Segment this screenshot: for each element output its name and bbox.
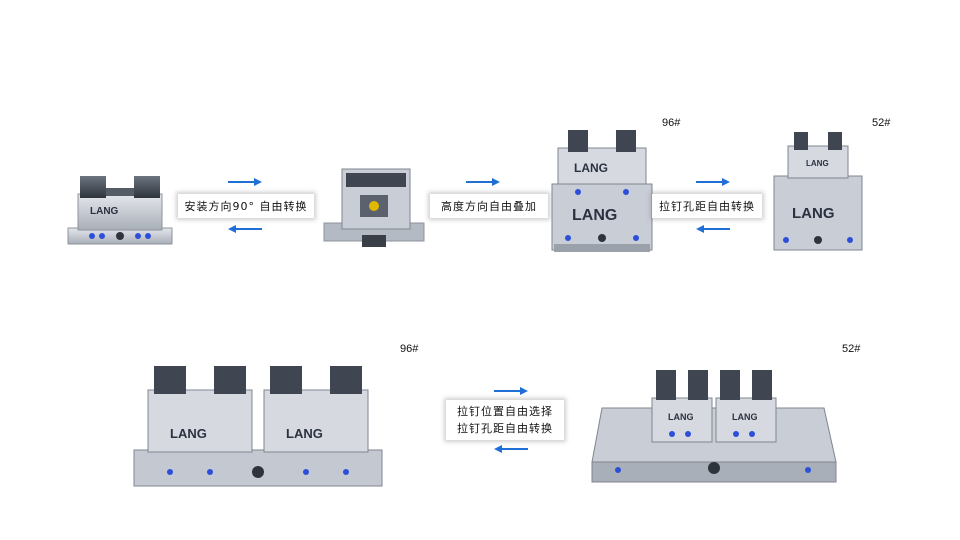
stacked-vise-96-image: LANG LANG: [551, 130, 653, 252]
label-rotate-90-text: 安装方向90° 自由转换: [184, 199, 308, 213]
dual-vise-96-plate-image: LANG LANG: [133, 366, 383, 487]
arrow-left-icon: [696, 225, 730, 233]
tag-top-52: 52#: [872, 117, 891, 129]
arrow-right-icon: [466, 178, 500, 186]
lang-logo: LANG: [806, 159, 829, 168]
lang-logo: LANG: [668, 412, 694, 422]
makro-grip-vise-image: LANG: [67, 176, 173, 245]
label-rotate-90: 安装方向90° 自由转换: [178, 194, 314, 218]
lang-logo: LANG: [792, 205, 835, 222]
label-position-pitch: 拉钉位置自由选择 拉钉孔距自由转换: [446, 400, 564, 440]
arrow-right-icon: [494, 387, 528, 395]
lang-logo: LANG: [90, 206, 119, 217]
lang-logo: LANG: [574, 161, 608, 175]
arrow-left-icon: [494, 445, 528, 453]
lang-logo: LANG: [286, 426, 323, 441]
label-height-stack: 高度方向自由叠加: [430, 194, 548, 218]
arrow-right-icon: [228, 178, 262, 186]
label-height-stack-text: 高度方向自由叠加: [441, 199, 537, 213]
lang-logo: LANG: [572, 207, 617, 224]
label-pitch-switch-1-text: 拉钉孔距自由转换: [659, 199, 755, 213]
tag-top-96: 96#: [662, 117, 681, 129]
label-position-select-text: 拉钉位置自由选择: [457, 405, 553, 418]
rotated-vise-image: [323, 168, 425, 247]
arrow-right-icon: [696, 178, 730, 186]
lang-logo: LANG: [732, 412, 758, 422]
label-pitch-switch-2-text: 拉钉孔距自由转换: [457, 422, 553, 435]
tag-bottom-52: 52#: [842, 343, 861, 355]
label-pitch-switch-1: 拉钉孔距自由转换: [652, 194, 762, 218]
dual-vise-52-plate-image: LANG LANG: [591, 370, 837, 483]
lang-logo: LANG: [170, 426, 207, 441]
arrow-left-icon: [228, 225, 262, 233]
stacked-vise-52-image: LANG LANG: [773, 132, 863, 251]
tag-bottom-96: 96#: [400, 343, 419, 355]
